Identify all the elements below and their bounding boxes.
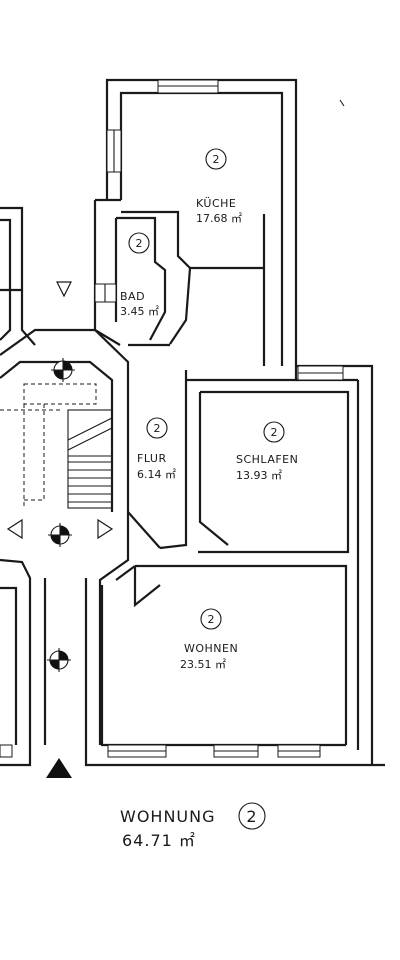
apartment-label: WOHNUNG — [120, 807, 216, 826]
stairwell — [0, 206, 385, 778]
living-walls — [0, 564, 348, 758]
bathroom-walls — [93, 198, 167, 346]
svg-text:2: 2 — [271, 426, 278, 439]
apartment-number-marker — [238, 802, 266, 830]
ceiling-light-icon — [47, 648, 71, 672]
room-name: WOHNEN — [184, 642, 238, 655]
unit-marker — [205, 148, 227, 170]
bathroom-label: 2 BAD 3.45 ㎡ — [120, 232, 159, 318]
ceiling-light-icon — [51, 358, 75, 382]
ceiling-light-icon — [48, 523, 72, 547]
apartment-summary: WOHNUNG 2 64.71 ㎡ — [120, 802, 266, 850]
room-area: 6.14 ㎡ — [137, 468, 176, 481]
svg-text:2: 2 — [136, 237, 143, 250]
entrance-arrow-icon — [46, 758, 72, 778]
room-area: 23.51 ㎡ — [180, 658, 226, 671]
unit-marker — [146, 417, 168, 439]
svg-text:2: 2 — [213, 153, 220, 166]
room-area: 17.68 ㎡ — [196, 212, 242, 225]
unit-marker — [263, 421, 285, 443]
room-area: 3.45 ㎡ — [120, 305, 159, 318]
apartment-number: 2 — [246, 807, 257, 826]
room-name: BAD — [120, 290, 145, 303]
svg-text:2: 2 — [154, 422, 161, 435]
room-area: 13.93 ㎡ — [236, 469, 282, 482]
room-name: SCHLAFEN — [236, 453, 298, 466]
room-name: KÜCHE — [196, 197, 236, 210]
bedroom-label: 2 SCHLAFEN 13.93 ㎡ — [236, 421, 298, 482]
kitchen-walls — [105, 78, 298, 366]
living-label: 2 WOHNEN 23.51 ㎡ — [180, 608, 238, 671]
arrow-left-icon — [6, 518, 23, 540]
arrow-down-icon — [56, 281, 72, 298]
kitchen-label: 2 KÜCHE 17.68 ㎡ — [196, 148, 242, 225]
apartment-total-area: 64.71 ㎡ — [122, 831, 196, 850]
unit-marker — [200, 608, 222, 630]
hall-label: 2 FLUR 6.14 ㎡ — [137, 417, 176, 481]
room-name: FLUR — [137, 452, 167, 465]
arrow-right-icon — [97, 518, 114, 540]
unit-marker — [128, 232, 150, 254]
hall-bedroom-walls — [127, 343, 374, 765]
svg-text:2: 2 — [208, 613, 215, 626]
